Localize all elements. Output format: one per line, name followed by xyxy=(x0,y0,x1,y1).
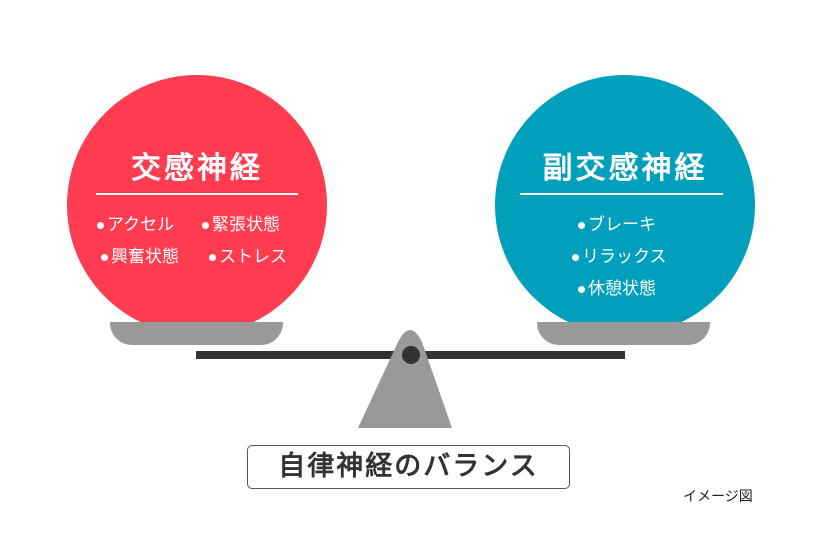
pivot xyxy=(402,346,420,364)
list-item: 興奮状態 xyxy=(101,242,179,267)
fulcrum xyxy=(358,330,452,428)
parasympathetic-title: 副交感神経 xyxy=(542,151,708,186)
caption-box: 自律神経のバランス xyxy=(247,445,570,489)
sympathetic-circle: 交感神経 アクセル 緊張状態 興奮状態 ストレス xyxy=(67,75,327,335)
list-item: 休憩状態 xyxy=(578,274,656,299)
list-item: ストレス xyxy=(209,242,287,267)
sympathetic-title: 交感神経 xyxy=(131,151,263,186)
left-pan xyxy=(110,322,283,345)
list-item: アクセル xyxy=(97,210,174,235)
image-note: イメージ図 xyxy=(683,489,753,505)
list-item: 緊張状態 xyxy=(202,210,280,235)
list-item: ブレーキ xyxy=(578,210,656,235)
list-item: リラックス xyxy=(572,242,667,267)
right-pan xyxy=(537,322,710,345)
divider xyxy=(520,193,723,195)
divider xyxy=(96,193,298,195)
parasympathetic-circle: 副交感神経 ブレーキ リラックス 休憩状態 xyxy=(495,75,755,335)
